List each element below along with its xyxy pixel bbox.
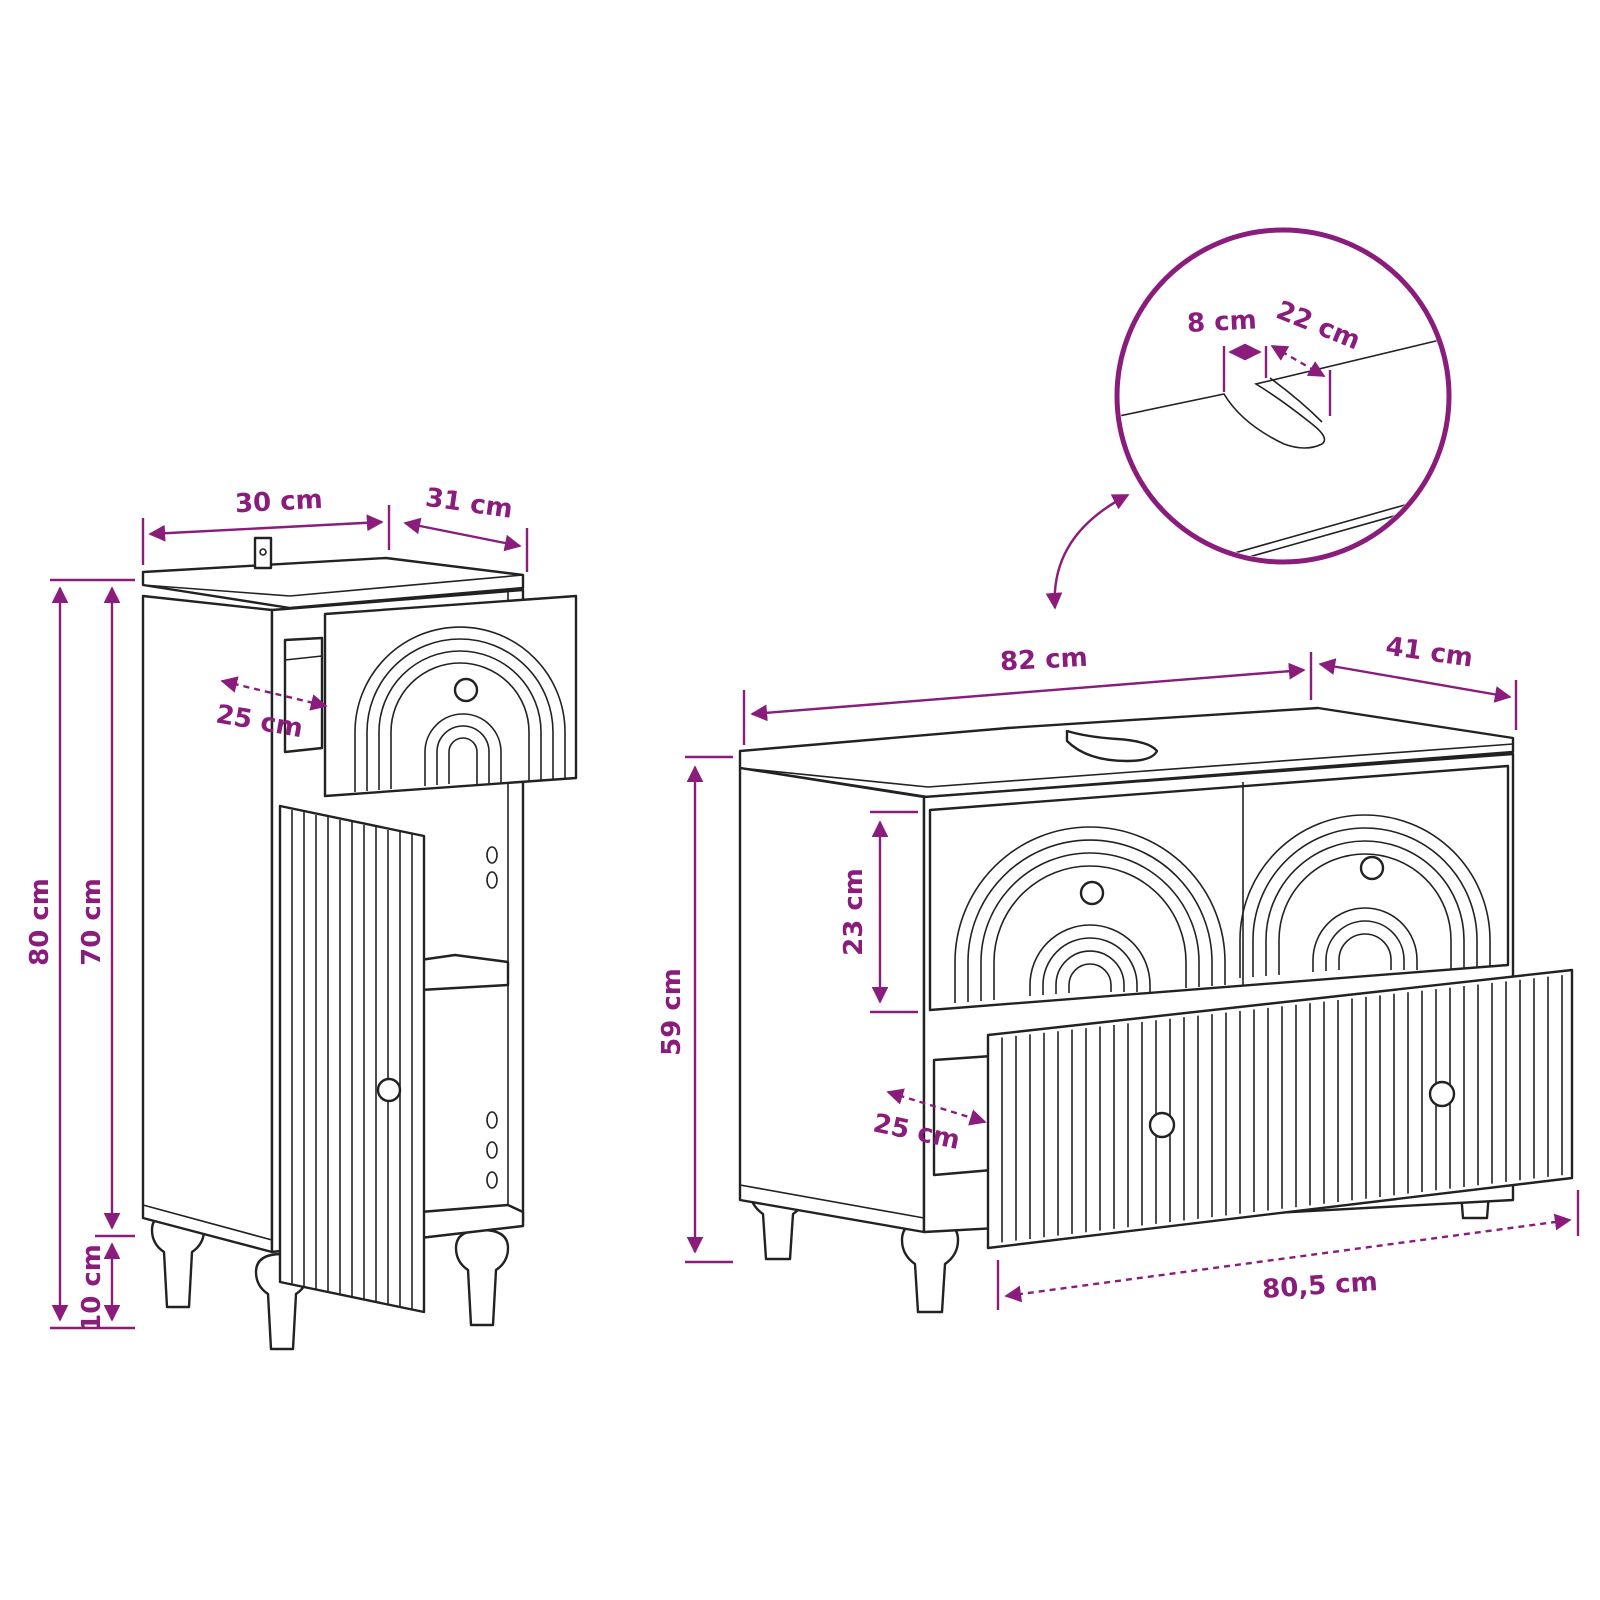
small-bottom	[418, 1203, 525, 1240]
large-upper-knob-right	[1359, 855, 1385, 881]
large-cabinet-dimensions	[685, 652, 1580, 1310]
label-large-height: 59 cm	[657, 968, 687, 1056]
label-cutout-width: 8 cm	[1186, 305, 1257, 339]
large-lower-drawer-front	[986, 968, 1574, 1250]
large-lower-knob-right	[1428, 1080, 1456, 1108]
detail-circle	[1114, 227, 1452, 565]
label-small-total-height: 80 cm	[25, 878, 55, 966]
shelf-pin-holes	[486, 846, 498, 1189]
large-lower-drawer-fluting	[1001, 975, 1563, 1243]
large-drawer-arches-right	[1239, 814, 1491, 978]
small-cabinet	[141, 536, 578, 1351]
label-small-body-height: 70 cm	[77, 878, 107, 966]
small-drawer-knob	[453, 677, 479, 703]
cutout-detail	[1045, 227, 1452, 610]
small-drawer-front	[323, 594, 578, 798]
label-large-width: 82 cm	[999, 643, 1088, 678]
label-small-width: 30 cm	[234, 485, 323, 520]
label-large-drawer-height: 23 cm	[839, 868, 869, 956]
large-lower-knob-left	[1148, 1111, 1176, 1139]
small-door-fluting	[291, 810, 413, 1310]
large-side-panel	[738, 766, 926, 1234]
label-small-depth: 31 cm	[423, 483, 514, 525]
large-upper-knob-left	[1079, 880, 1105, 906]
small-door-knob	[376, 1077, 402, 1103]
label-large-drawer-width: 80,5 cm	[1261, 1267, 1379, 1305]
large-top-cutout	[1065, 729, 1159, 763]
large-upper-drawer	[928, 764, 1510, 1012]
small-side-panel	[141, 594, 274, 1254]
large-drawer-arches-left	[954, 826, 1226, 1003]
small-cabinet-dimensions	[50, 505, 529, 1330]
large-cabinet	[738, 706, 1574, 1314]
label-large-depth: 41 cm	[1384, 632, 1475, 674]
small-drawer-arches	[354, 626, 566, 792]
label-small-leg-height: 10 cm	[77, 1244, 107, 1332]
detail-pointer-arrow	[1045, 493, 1130, 610]
small-shelf	[418, 953, 510, 992]
wall-bracket	[253, 536, 273, 570]
